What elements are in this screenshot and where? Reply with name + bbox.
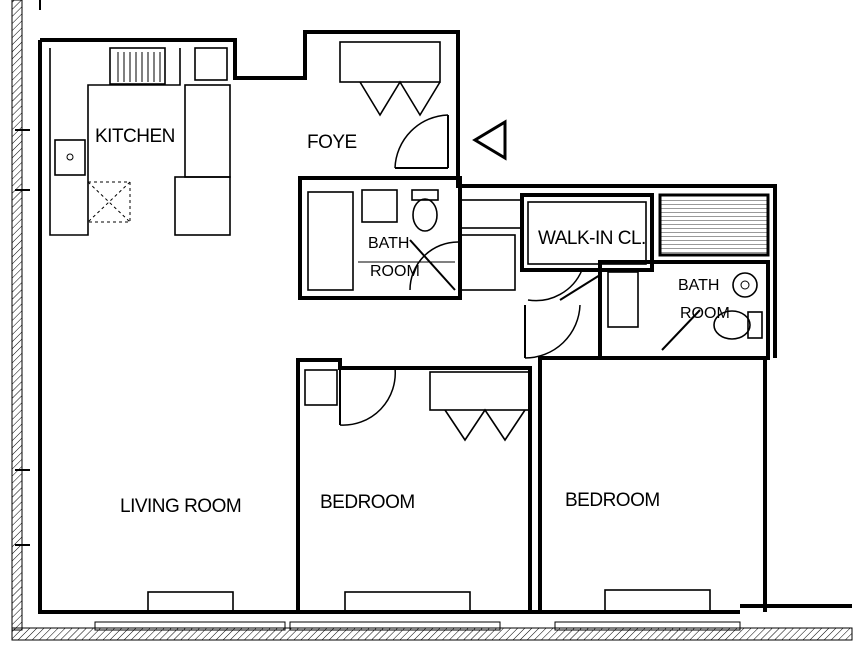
bathroom-2 [598,193,770,360]
entry-triangle-icon [472,119,507,161]
room-label-bath-1-line2: ROOM [370,263,420,280]
room-label-bath-2-line2: ROOM [680,305,730,322]
room-label-kitchen: KITCHEN [95,126,175,147]
living-room-window [15,129,234,613]
room-label-foyer: FOYE [307,132,357,153]
room-label-bath-2-line1: BATH [678,277,719,294]
bedroom-2-walls [538,356,767,613]
foyer-fixtures [339,41,449,169]
room-label-living-room: LIVING ROOM [120,496,241,517]
kitchen-fixtures [49,47,231,236]
bathroom-1 [298,176,523,300]
room-label-bedroom-2: BEDROOM [565,490,660,511]
room-label-bath-1-line1: BATH [368,235,409,252]
room-label-walk-in-closet: WALK-IN CL. [538,228,646,249]
outer-walls [38,30,852,614]
room-label-bedroom-1: BEDROOM [320,492,415,513]
bedroom-1-walls [296,358,532,613]
hall-door [524,304,581,359]
exterior-wall-left [11,0,41,631]
exterior-wall-bottom [11,621,853,641]
walk-in-closet [520,193,654,302]
